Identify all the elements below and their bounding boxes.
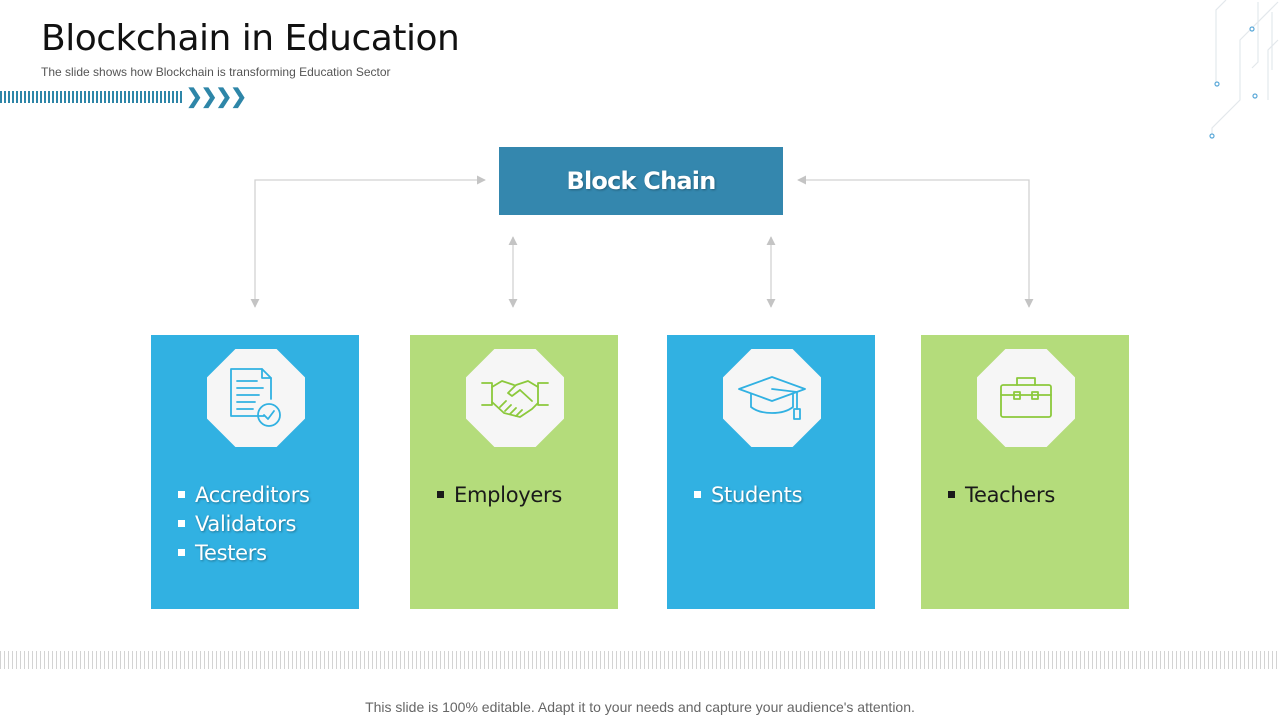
employers-list: Employers <box>437 481 562 510</box>
footer-note: This slide is 100% editable. Adapt it to… <box>365 699 915 715</box>
handshake-icon <box>466 349 564 447</box>
list-item: Testers <box>178 539 310 568</box>
graduation-cap-icon <box>723 349 821 447</box>
connector-left <box>250 175 486 308</box>
students-card: Students <box>667 335 875 609</box>
certificate-document-icon <box>207 349 305 447</box>
page-title: Blockchain in Education <box>41 18 460 59</box>
accreditors-card: Accreditors Validators Testers <box>151 335 359 609</box>
header-stripe-decoration <box>0 91 182 103</box>
list-item: Employers <box>437 481 562 510</box>
connector-right <box>797 175 1034 308</box>
briefcase-icon <box>977 349 1075 447</box>
circuit-decoration-icon <box>1209 0 1279 139</box>
list-item: Students <box>694 481 803 510</box>
list-item: Validators <box>178 510 310 539</box>
bottom-stripe-decoration <box>0 651 1280 669</box>
list-item: Accreditors <box>178 481 310 510</box>
students-list: Students <box>694 481 803 510</box>
teachers-card: Teachers <box>921 335 1129 609</box>
accreditors-list: Accreditors Validators Testers <box>178 481 310 568</box>
teachers-list: Teachers <box>948 481 1055 510</box>
blockchain-hub-box: Block Chain <box>499 147 783 215</box>
employers-card: Employers <box>410 335 618 609</box>
list-item: Teachers <box>948 481 1055 510</box>
chevrons-icon: ❯❯❯❯ <box>186 86 247 108</box>
page-subtitle: The slide shows how Blockchain is transf… <box>41 65 391 79</box>
